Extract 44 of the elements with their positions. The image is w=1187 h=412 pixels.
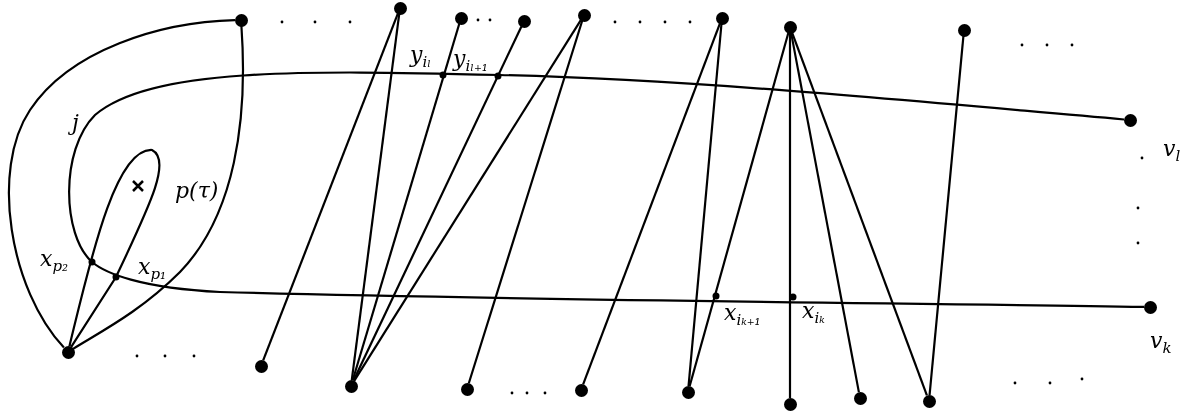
vertex-dot bbox=[577, 8, 591, 22]
vertex-dot bbox=[783, 20, 797, 34]
vertex-dot bbox=[957, 23, 971, 37]
line bbox=[790, 32, 860, 393]
edge-label: p(τ) bbox=[175, 180, 219, 202]
vertex-label: v$_{l}$ bbox=[1163, 138, 1181, 165]
line bbox=[928, 35, 965, 396]
vertex-dot bbox=[454, 11, 468, 25]
vertex-dot bbox=[853, 391, 867, 405]
vertex-dot bbox=[574, 383, 588, 397]
vertex-dot bbox=[1123, 113, 1137, 127]
point-label: x$_{p₂}$ bbox=[40, 248, 69, 275]
point-label: y$_{iₗ₊₁}$ bbox=[453, 48, 488, 75]
line bbox=[467, 20, 584, 384]
point-label: x$_{iₖ}$ bbox=[802, 300, 825, 327]
curve bbox=[68, 71, 1144, 308]
vertex-dot bbox=[922, 394, 936, 408]
line bbox=[353, 19, 582, 382]
line bbox=[350, 13, 401, 381]
curve bbox=[72, 25, 245, 350]
curve bbox=[7, 19, 236, 349]
vertex-dot bbox=[1143, 300, 1157, 314]
vertex-dot bbox=[681, 385, 695, 399]
line bbox=[688, 32, 790, 387]
vertex-dot bbox=[517, 14, 531, 28]
vertex-dot bbox=[254, 359, 268, 373]
loop-curve bbox=[68, 148, 161, 348]
vertex-label: v$_{k}$ bbox=[1150, 330, 1172, 357]
vertex-dot bbox=[783, 397, 797, 411]
vertex-dot bbox=[393, 1, 407, 15]
vertex-dot bbox=[715, 11, 729, 25]
line bbox=[687, 23, 723, 387]
line bbox=[262, 13, 399, 361]
vertex-dot bbox=[460, 382, 474, 396]
line bbox=[352, 25, 523, 382]
line bbox=[351, 23, 461, 381]
point-label: x$_{p₁}$ bbox=[138, 256, 167, 283]
line bbox=[582, 23, 721, 385]
vertex-dot bbox=[344, 379, 358, 393]
line bbox=[791, 32, 928, 396]
line bbox=[788, 33, 792, 398]
vertex-dot bbox=[234, 13, 248, 27]
point-label: x$_{iₖ₊₁}$ bbox=[724, 302, 761, 329]
point-label: y$_{iₗ}$ bbox=[410, 44, 431, 71]
